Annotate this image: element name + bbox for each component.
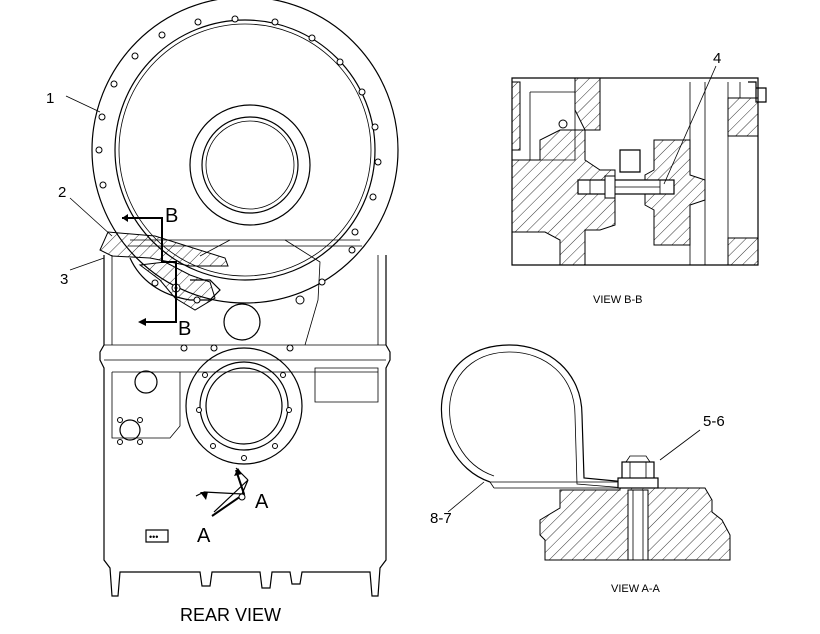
lower-bore-outer <box>185 347 303 465</box>
left-boss <box>134 370 158 394</box>
leader-5-6 <box>659 429 701 461</box>
section-label-b-top: B <box>165 205 178 227</box>
callout-3: 3 <box>60 271 68 288</box>
section-label-b-bottom: B <box>178 318 191 340</box>
hub-inner <box>201 116 299 214</box>
lower-bore-mid <box>199 361 289 451</box>
leader-4 <box>663 65 717 185</box>
section-line-a-a <box>195 467 249 517</box>
rear-view-caption: REAR VIEW <box>180 605 281 625</box>
callout-1: 1 <box>46 90 54 107</box>
callout-2: 2 <box>58 184 66 201</box>
callout-5-6: 5-6 <box>703 413 725 430</box>
upper-port <box>223 303 261 341</box>
callout-8-7: 8-7 <box>430 510 452 527</box>
flange-inner-ring <box>114 19 376 281</box>
fitting <box>145 529 169 543</box>
section-line-b-b <box>122 214 177 326</box>
svg-text:•••: ••• <box>149 532 158 542</box>
leader-3 <box>69 257 105 271</box>
leader-8-7 <box>447 481 485 513</box>
section-label-a-right: A <box>255 491 269 513</box>
flange-bolt-holes <box>95 15 382 236</box>
leader-2 <box>69 197 113 237</box>
tube-bracket <box>99 231 229 311</box>
housing-body-outline <box>99 255 391 597</box>
view-a-a-caption: VIEW A-A <box>611 583 661 595</box>
callout-4: 4 <box>713 50 721 67</box>
section-label-a-left: A <box>197 525 211 547</box>
leader-1 <box>65 95 101 113</box>
hub-outer <box>189 104 311 226</box>
tube-clamp <box>440 344 627 483</box>
view-b-b-caption: VIEW B-B <box>593 294 643 306</box>
view-b-b-section <box>511 77 767 266</box>
flange-outer-ring <box>91 0 399 304</box>
lower-bore-inner <box>205 367 283 445</box>
view-a-a-section <box>440 344 731 561</box>
rear-view-housing: ••• <box>91 0 399 597</box>
